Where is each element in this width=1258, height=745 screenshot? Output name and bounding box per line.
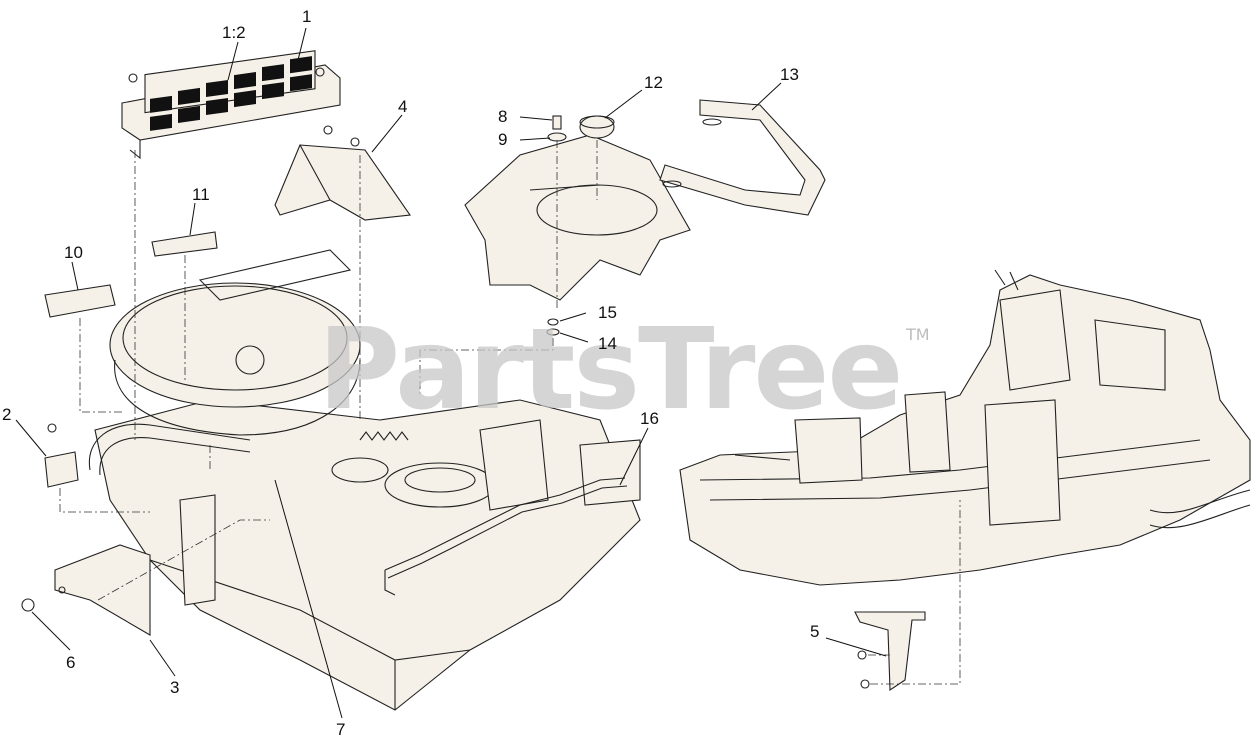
label-part-5: 5 — [810, 622, 819, 641]
label-part-4: 4 — [398, 97, 407, 116]
part-labels: 1 1:2 2 3 4 5 6 7 8 9 10 11 12 13 14 15 … — [2, 7, 819, 739]
plate-part-2 — [44, 451, 79, 488]
label-part-14: 14 — [598, 334, 617, 353]
label-part-6: 6 — [66, 653, 75, 672]
mower-deck-left — [88, 249, 641, 711]
watermark-text: PartsTree — [318, 305, 901, 435]
shield-part-3 — [54, 544, 151, 636]
decal-part-11 — [151, 231, 218, 257]
bracket-part-5 — [854, 500, 961, 692]
decal-part-10 — [44, 284, 116, 318]
label-part-8: 8 — [498, 107, 507, 126]
label-part-3: 3 — [170, 678, 179, 697]
label-part-2: 2 — [2, 405, 11, 424]
label-part-1: 1 — [302, 7, 311, 26]
chassis-right — [679, 269, 1251, 586]
label-part-10: 10 — [64, 243, 83, 262]
label-part-12: 12 — [644, 73, 663, 92]
label-part-15: 15 — [598, 303, 617, 322]
label-part-11: 11 — [192, 185, 210, 204]
deck-shield-part-1 — [121, 50, 341, 160]
watermark-trademark: TM — [905, 325, 930, 344]
label-part-13: 13 — [780, 65, 799, 84]
label-part-7: 7 — [336, 720, 345, 739]
label-part-16: 16 — [640, 409, 659, 428]
deflector-part-4 — [274, 125, 411, 221]
bracket-part-13 — [659, 99, 826, 216]
belt-cover-assembly — [419, 115, 691, 395]
label-part-9: 9 — [498, 130, 507, 149]
label-part-1-2: 1:2 — [222, 23, 246, 42]
leader-lines — [15, 27, 887, 719]
